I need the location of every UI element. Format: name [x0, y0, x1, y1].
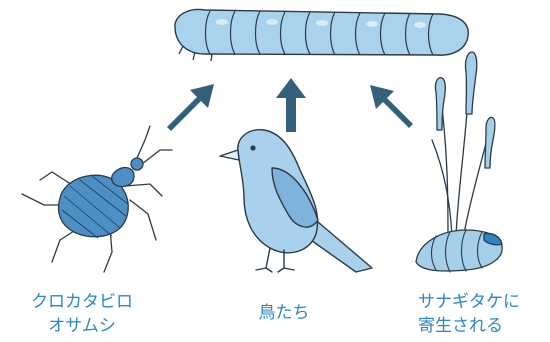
label-fungus: サナギタケに 寄生される — [418, 290, 548, 338]
label-beetle-line-2: オサムシ — [28, 314, 136, 338]
larva-illustration — [175, 10, 468, 61]
label-fungus-line-2: 寄生される — [418, 314, 548, 338]
arrow-beetle-to-larva — [167, 84, 214, 131]
arrow-fungus-to-larva — [370, 85, 413, 128]
label-bird: 鳥たち — [244, 301, 324, 325]
label-bird-text: 鳥たち — [244, 301, 324, 325]
label-beetle-line-1: クロカタビロ — [28, 290, 136, 314]
label-beetle: クロカタビロ オサムシ — [28, 290, 136, 338]
arrow-bird-to-larva — [276, 78, 306, 132]
bird-illustration — [220, 130, 372, 272]
label-fungus-line-1: サナギタケに — [418, 290, 548, 314]
beetle-illustration — [22, 126, 172, 272]
fungus-pupa-illustration — [416, 52, 502, 272]
